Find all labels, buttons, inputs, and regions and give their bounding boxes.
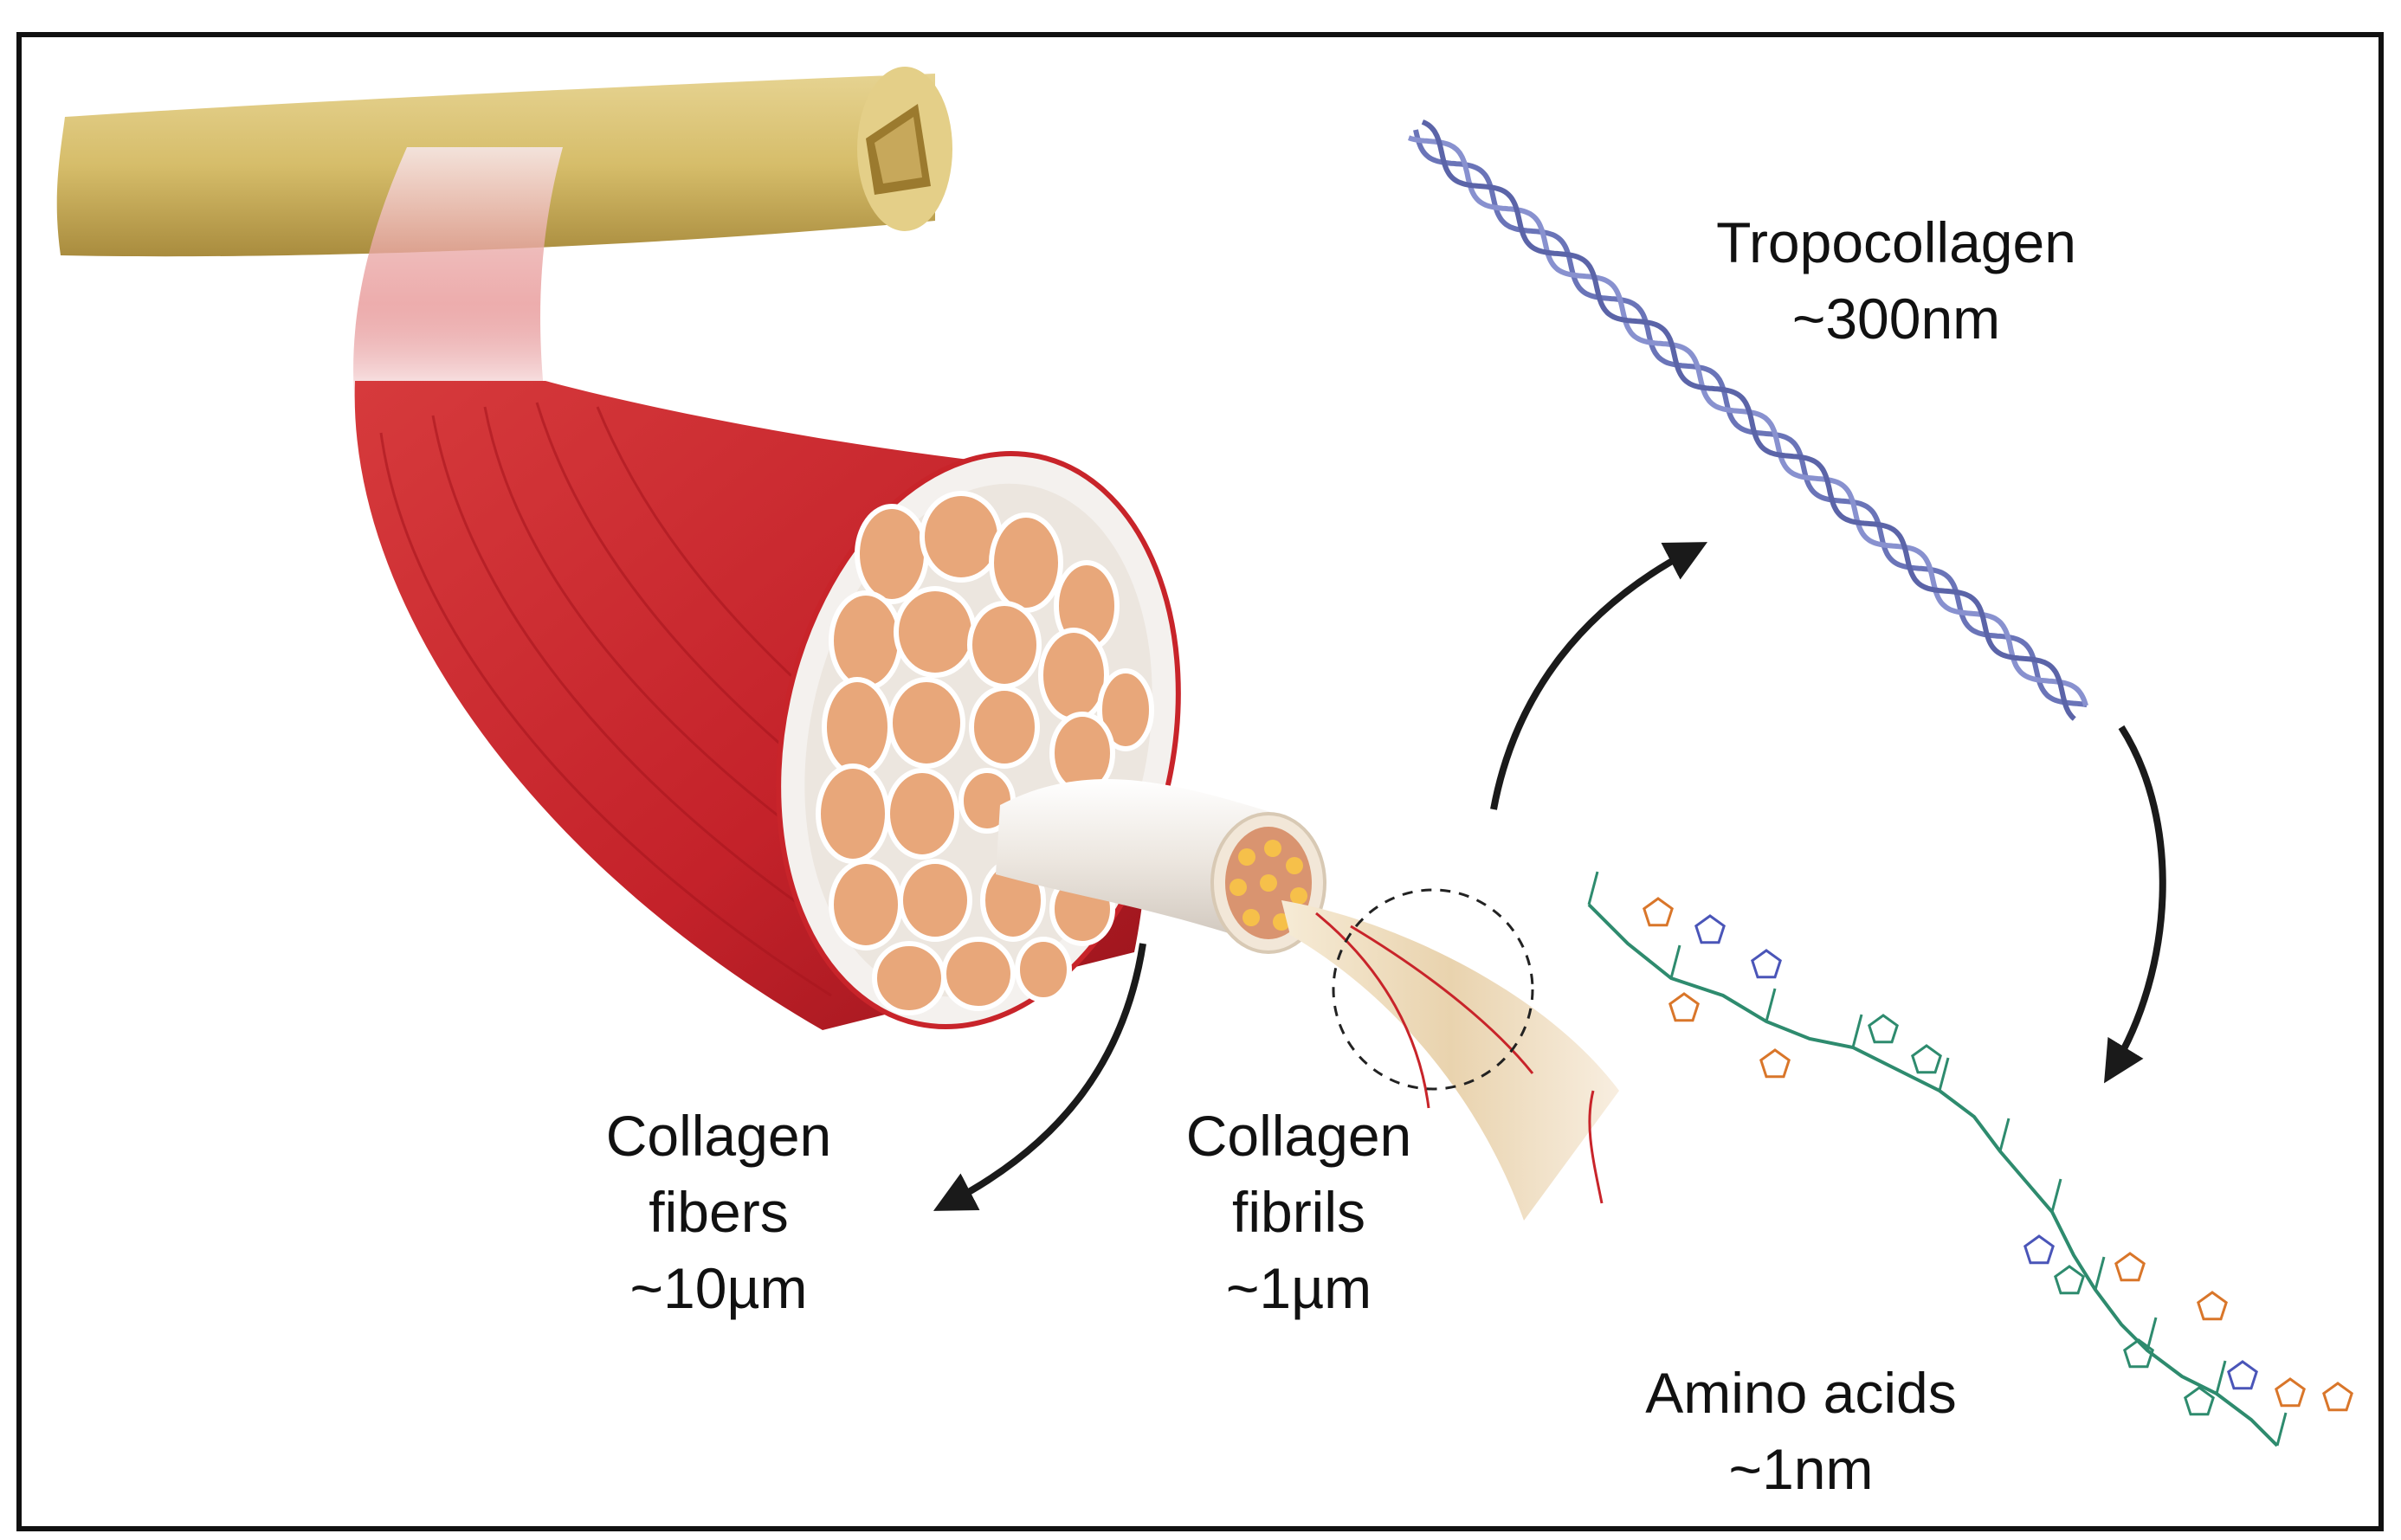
single-fibril-illustration	[1281, 900, 1619, 1221]
side-chain-8	[1938, 1057, 1950, 1092]
tropocollagen-label: Tropocollagen ~300nm	[1645, 204, 2147, 357]
collagen-fibrils-size: ~1µm	[1225, 1256, 1372, 1320]
amino-ring-8	[2054, 1265, 2085, 1295]
side-chain-4	[1765, 988, 1777, 1022]
amino-ring-11	[2227, 1360, 2258, 1390]
amino-ring-7	[2023, 1234, 2055, 1265]
amino-ring-5	[1868, 1014, 1899, 1044]
amino-ring-4	[1759, 1048, 1791, 1079]
fascicle-11	[969, 686, 1040, 769]
fascicle-6	[967, 601, 1042, 689]
tropocollagen-name: Tropocollagen	[1716, 210, 2076, 274]
fascicle-22	[941, 937, 1016, 1011]
arrow-fibrils-to-tropocollagen	[1490, 542, 1708, 810]
fibril-dot-7	[1260, 874, 1277, 892]
fascicle-0	[855, 504, 929, 604]
fibril-dot-2	[1286, 857, 1303, 874]
collagen-fibrils-line1: Collagen	[1185, 1104, 1412, 1168]
fibril-dot-0	[1238, 848, 1255, 866]
amino-ring-15	[2123, 1338, 2154, 1369]
collagen-fibers-line2: fibers	[649, 1180, 789, 1244]
tropocollagen-helix	[1408, 119, 2088, 721]
fibril-dot-3	[1230, 879, 1247, 896]
amino-ring-14	[2322, 1382, 2353, 1412]
fascicle-10	[887, 677, 965, 769]
magnifier-circle	[1332, 888, 1534, 1091]
side-chain-6	[1851, 1014, 1863, 1048]
side-chain-16	[2146, 1317, 2158, 1351]
amino-ring-10	[2197, 1291, 2228, 1321]
collagen-fibers-line1: Collagen	[605, 1104, 832, 1168]
tropocollagen-size: ~300nm	[1791, 287, 2001, 351]
tendon-illustration	[353, 147, 563, 407]
amino-ring-12	[2275, 1377, 2306, 1408]
fascicle-4	[829, 590, 903, 691]
amino-ring-9	[2114, 1252, 2146, 1282]
fascicle-7	[1038, 628, 1109, 723]
amino-acids-size: ~1nm	[1728, 1437, 1874, 1501]
fascicle-1	[920, 491, 1003, 583]
fascicle-9	[822, 677, 893, 777]
side-chain-2	[1669, 944, 1681, 979]
amino-acids-label: Amino acids ~1nm	[1576, 1355, 2026, 1507]
side-chain-14	[2094, 1256, 2106, 1291]
fibril-dot-5	[1242, 909, 1260, 926]
amino-ring-0	[1643, 897, 1674, 927]
fascicle-group	[816, 491, 1154, 1015]
collagen-fibers-label: Collagen fibers ~10µm	[545, 1098, 892, 1326]
fascicle-8	[1097, 668, 1154, 751]
fascicle-5	[894, 586, 977, 678]
collagen-fibrils-line2: fibrils	[1231, 1180, 1365, 1244]
fascicle-18	[898, 859, 972, 942]
fascicle-17	[829, 859, 903, 950]
arrow-to-collagen-fibers	[933, 943, 1146, 1211]
fascicle-23	[1015, 937, 1072, 1002]
side-chain-18	[2215, 1360, 2227, 1395]
fascicle-2	[989, 512, 1063, 613]
amino-acid-molecule	[1587, 871, 2353, 1447]
helix-strand-2	[1421, 119, 2076, 721]
fascicle-21	[872, 941, 946, 1015]
fascicle-14	[885, 768, 959, 860]
amino-acids-name: Amino acids	[1645, 1361, 1957, 1425]
amino-ring-1	[1694, 914, 1726, 944]
collagen-fibrils-label: Collagen fibrils ~1µm	[1126, 1098, 1472, 1326]
side-chain-12	[2050, 1178, 2062, 1213]
fibril-dot-1	[1264, 840, 1281, 857]
figure-frame	[16, 32, 2384, 1531]
helix-strand-1	[1408, 135, 2088, 707]
arrow-tropocollagen-to-amino-acids	[2104, 725, 2166, 1084]
amino-ring-13	[2184, 1386, 2215, 1416]
side-chain-0	[1587, 871, 1599, 905]
side-chain-20	[2275, 1412, 2288, 1447]
amino-ring-3	[1668, 992, 1700, 1022]
fascicle-13	[816, 764, 890, 864]
amino-ring-6	[1911, 1044, 1942, 1074]
collagen-fibers-size: ~10µm	[629, 1256, 808, 1320]
side-chain-10	[1998, 1118, 2011, 1152]
fibril-dot-4	[1290, 887, 1307, 905]
amino-ring-2	[1751, 949, 1782, 979]
